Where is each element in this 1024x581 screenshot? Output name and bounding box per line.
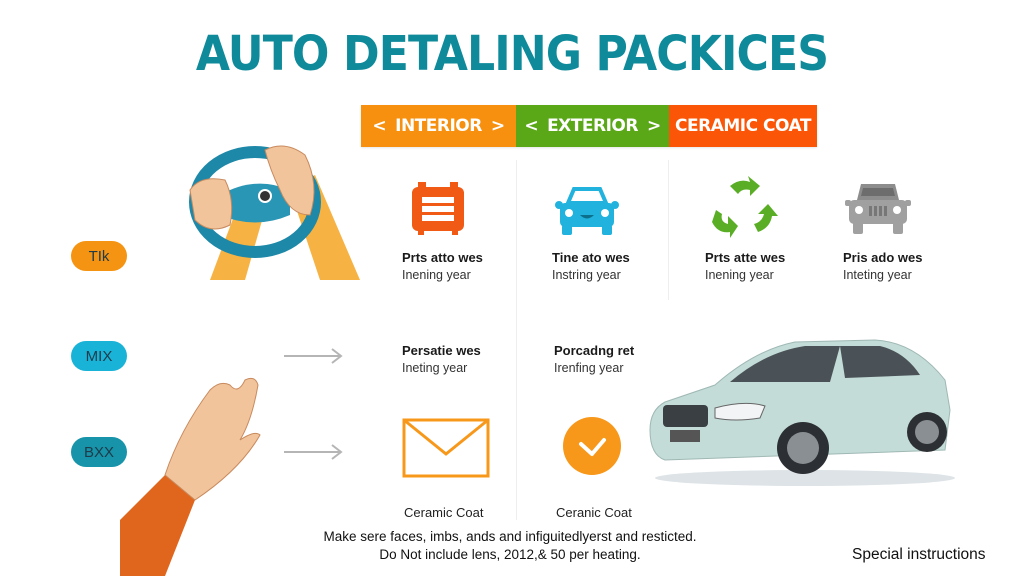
column-divider	[516, 160, 517, 520]
package-item: Porcadng ret Irenfing year	[554, 343, 634, 375]
item-subtitle: Inening year	[402, 268, 471, 282]
item-caption: Ceramic Coat	[404, 505, 484, 520]
tab-interior[interactable]: < INTERIOR >	[361, 105, 516, 147]
hand-illustration	[120, 370, 280, 576]
item-subtitle: Ineting year	[402, 361, 468, 375]
pill-mix[interactable]: MIX	[71, 341, 127, 371]
item-subtitle: Inening year	[705, 268, 774, 282]
pill-bxx[interactable]: BXX	[71, 437, 127, 467]
car-front-icon[interactable]	[554, 185, 620, 242]
pill-label: TIk	[88, 247, 110, 265]
package-item: Persatie wes Ineting year	[402, 343, 481, 375]
item-title: Tine ato wes	[552, 250, 630, 265]
item-title: Porcadng ret	[554, 343, 635, 358]
column-divider	[668, 160, 669, 300]
item-subtitle: Irenfing year	[554, 361, 624, 375]
check-circle-icon[interactable]	[562, 416, 622, 481]
pill-tik[interactable]: TIk	[71, 241, 127, 271]
car-illustration	[645, 330, 965, 490]
chevron-right-icon: >	[490, 116, 505, 136]
tab-ceramic-coat[interactable]: CERAMIC COAT	[669, 105, 817, 147]
hand-icon	[120, 377, 261, 576]
pill-label: BXX	[83, 443, 114, 461]
pill-label: MIX	[85, 347, 113, 365]
item-subtitle: Inteting year	[843, 268, 912, 282]
arrow-right-icon	[284, 348, 344, 369]
steering-wheel-icon	[189, 145, 360, 280]
tab-label: EXTERIOR	[547, 116, 638, 136]
note-line-1: Make sere faces, imbs, ands and infiguit…	[323, 529, 697, 544]
chevron-right-icon: >	[646, 116, 661, 136]
steering-wheel-illustration	[170, 130, 370, 280]
item-subtitle: Instring year	[552, 268, 621, 282]
arrow-right-icon	[284, 444, 344, 465]
tab-label: INTERIOR	[395, 116, 482, 136]
item-title: Prts atte wes	[705, 250, 786, 265]
tab-label: CERAMIC COAT	[675, 116, 811, 136]
instructions-note: Make sere faces, imbs, ands and infiguit…	[250, 528, 770, 564]
sedan-car-icon	[649, 339, 955, 486]
envelope-icon[interactable]	[402, 418, 490, 483]
item-title: Pris ado wes	[843, 250, 923, 265]
item-title: Prts atto wes	[402, 250, 483, 265]
tab-exterior[interactable]: < EXTERIOR >	[516, 105, 669, 147]
recycle-icon[interactable]	[708, 176, 778, 243]
chevron-left-icon: <	[524, 116, 539, 136]
package-item: Pris ado wes Inteting year	[843, 250, 922, 282]
item-title: Persatie wes	[402, 343, 481, 358]
package-item: Prts atte wes Inening year	[705, 250, 785, 282]
item-caption: Ceranic Coat	[556, 505, 632, 520]
special-instructions-link[interactable]: Special instructions	[852, 546, 986, 563]
package-item: Tine ato wes Instring year	[552, 250, 630, 282]
toolbox-icon[interactable]	[410, 180, 466, 241]
package-item: Prts atto wes Inening year	[402, 250, 483, 282]
note-line-2: Do Not include lens, 2012,& 50 per heati…	[379, 547, 641, 562]
package-tabs: < INTERIOR > < EXTERIOR > CERAMIC COAT	[361, 105, 817, 147]
chevron-left-icon: <	[372, 116, 387, 136]
suv-front-icon[interactable]	[845, 180, 911, 241]
page-title: AUTO DETALING PACKICES	[195, 26, 829, 82]
